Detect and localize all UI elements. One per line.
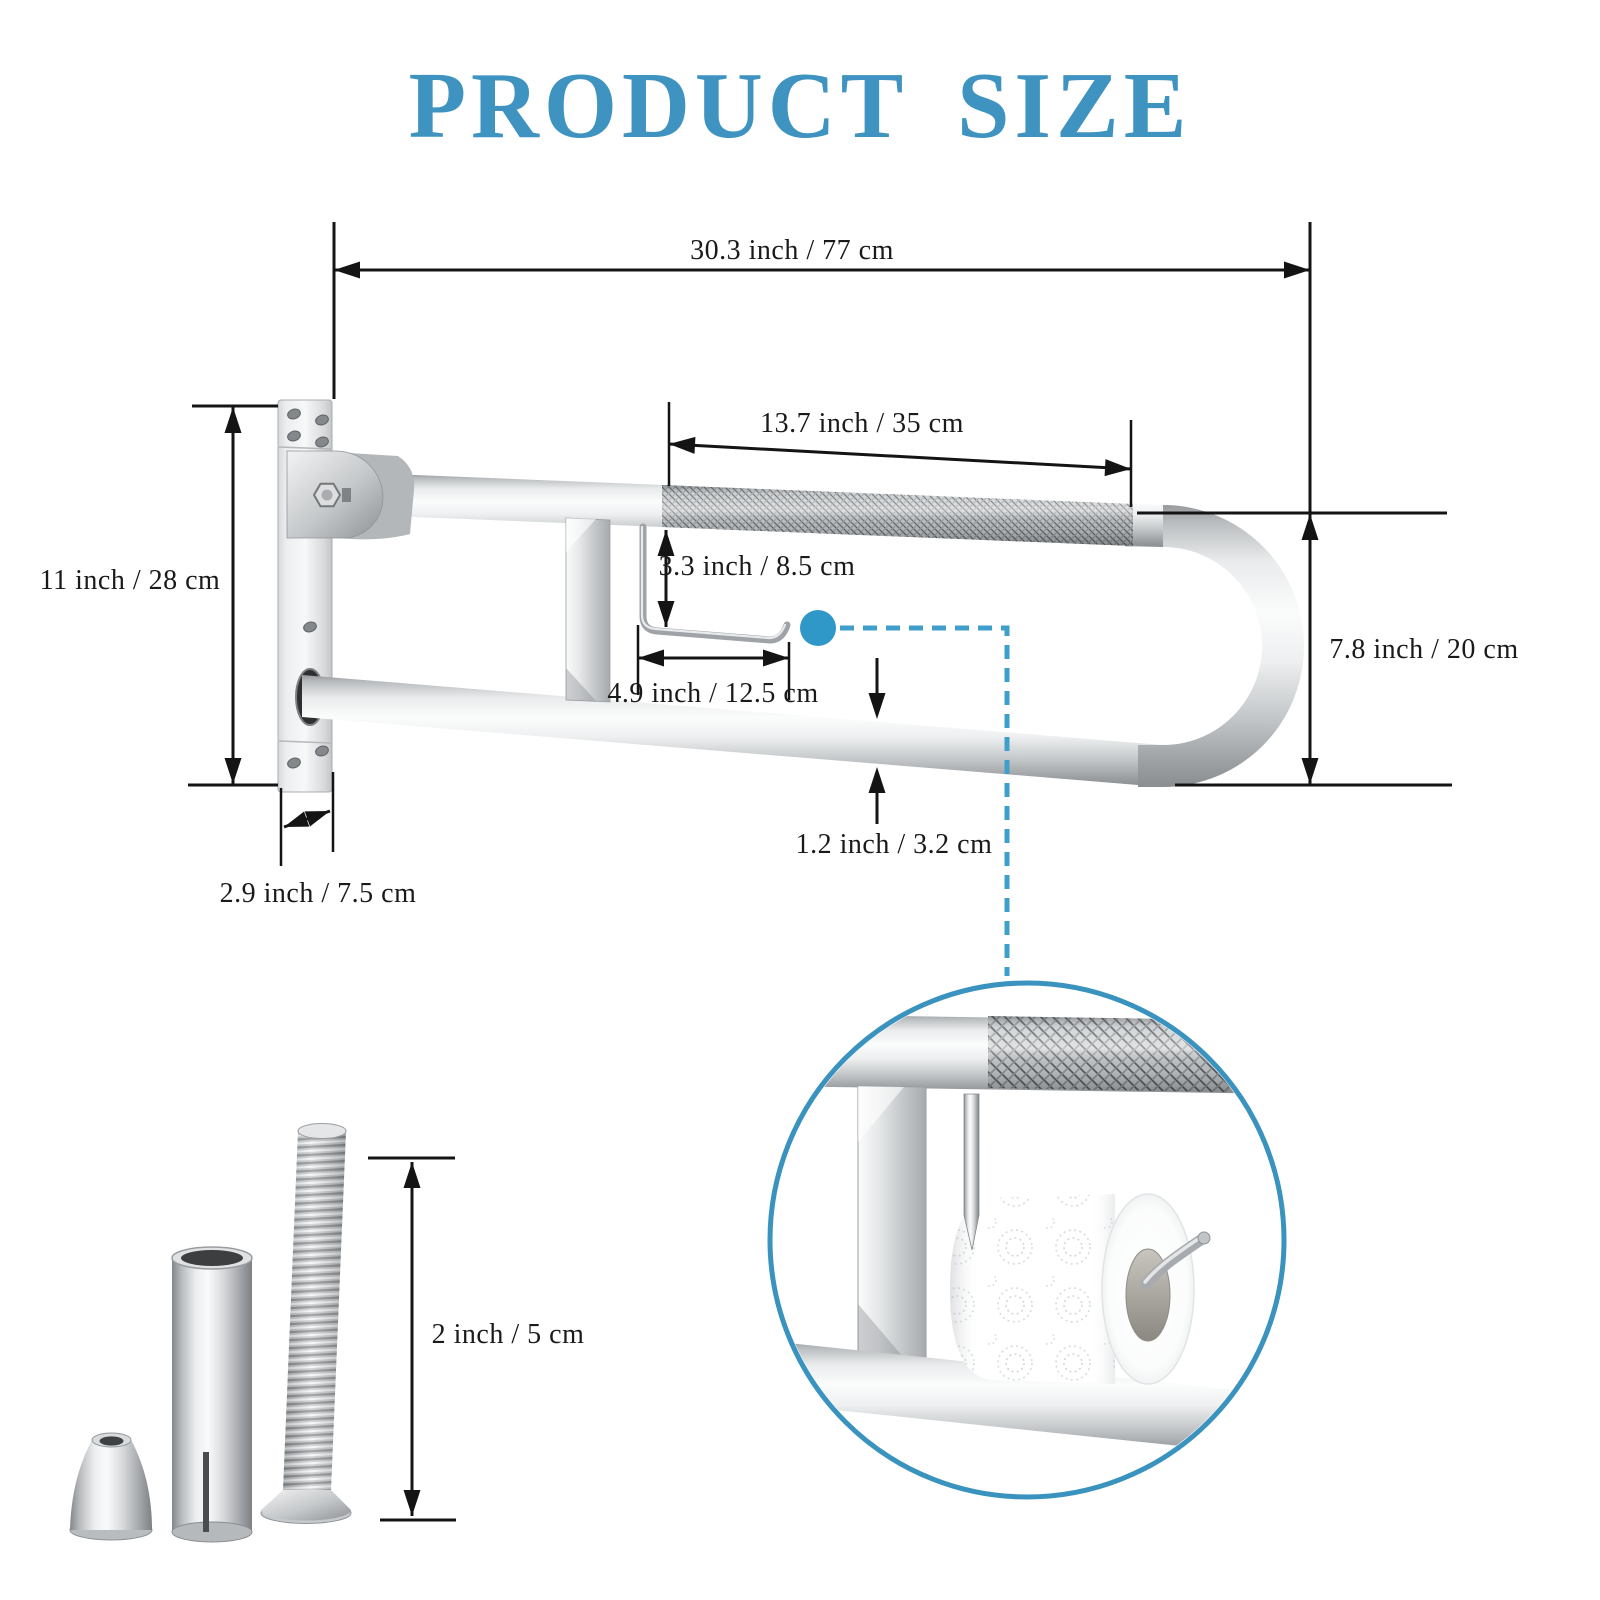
page-title: PRODUCT SIZE <box>408 54 1192 158</box>
hinge-bracket <box>286 450 415 540</box>
inset-support-brace <box>857 1085 927 1363</box>
cone-nut <box>69 1432 153 1541</box>
expansion-bolt <box>260 1123 352 1524</box>
dimension-label-paper-holder-drop: 3.3 inch / 8.5 cm <box>658 551 856 582</box>
hinge-bolt <box>312 482 351 508</box>
inset-holder-wire <box>963 1093 980 1251</box>
u-bend <box>1125 505 1304 787</box>
dimension-label-grip-length: 13.7 inch / 35 cm <box>760 408 964 439</box>
grab-bar-illustration <box>277 399 1304 793</box>
lower-tube <box>302 675 1163 787</box>
support-brace <box>565 517 611 703</box>
callout <box>800 610 1010 976</box>
inset-lower-tube <box>773 1341 1281 1457</box>
dimension-label-mount-plate-height: 11 inch / 28 cm <box>39 565 221 596</box>
paper-holder-wire <box>639 523 791 644</box>
mounting-hardware <box>69 1123 352 1543</box>
callout-dot <box>800 610 836 646</box>
dimension-label-anchor-bolt-length: 2 inch / 5 cm <box>431 1319 585 1350</box>
knurled-grip <box>662 485 1133 546</box>
screw-holes <box>287 408 329 769</box>
inset-knurled-grip <box>988 1016 1281 1093</box>
dimension-label-loop-height: 7.8 inch / 20 cm <box>1329 634 1519 665</box>
dimension-label-overall-length: 30.3 inch / 77 cm <box>690 235 894 266</box>
toilet-paper-roll <box>950 1193 1195 1385</box>
dimension-lines <box>188 222 1452 1522</box>
callout-dashed-line <box>840 625 1010 976</box>
inset-holder-hook <box>1140 1231 1211 1290</box>
dimension-label-mount-plate-depth: 2.9 inch / 7.5 cm <box>219 878 417 909</box>
detail-circle <box>767 980 1287 1500</box>
anchor-sleeve <box>171 1246 253 1543</box>
dimension-label-paper-holder-length: 4.9 inch / 12.5 cm <box>607 678 819 709</box>
dimension-label-tube-diameter: 1.2 inch / 3.2 cm <box>795 829 993 860</box>
